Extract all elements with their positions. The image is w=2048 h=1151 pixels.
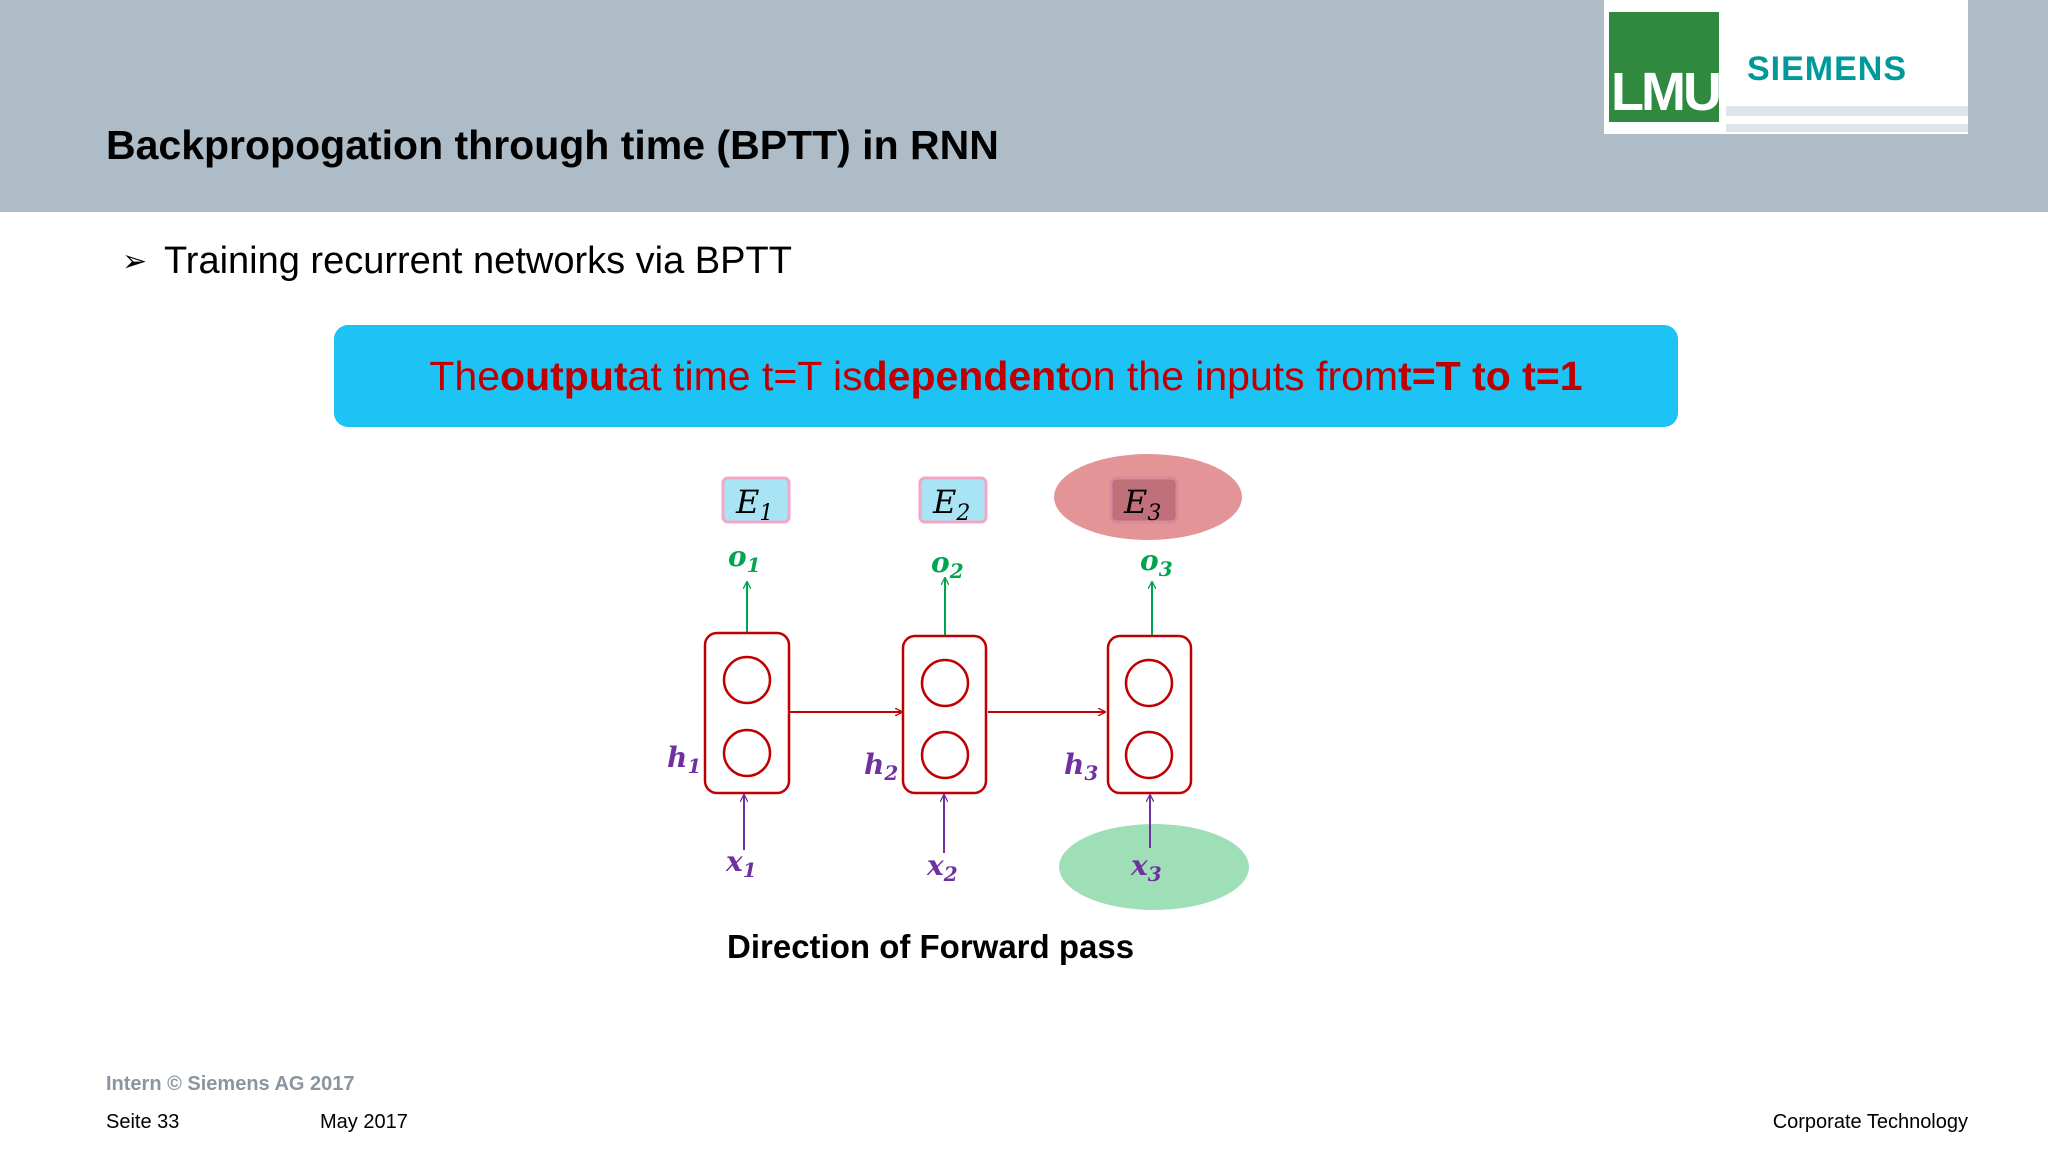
rnn-cell-1	[703, 631, 791, 795]
hidden-label-1: h1	[667, 741, 701, 778]
input-label-2: x2	[926, 849, 958, 886]
arrow-bullet-icon: ➢	[122, 245, 148, 278]
callout-text: The	[429, 352, 501, 399]
output-label-1: o1	[728, 540, 761, 577]
output-label-3: o3	[1140, 544, 1173, 581]
error-label-2: E2	[932, 483, 970, 526]
hidden-label-3: h3	[1064, 748, 1098, 785]
footer-department: Corporate Technology	[1772, 1111, 1968, 1133]
logo-divider	[1726, 124, 1968, 132]
error-label-1: E1	[735, 483, 773, 526]
lmu-logo	[1609, 12, 1719, 122]
bullet-text: Training recurrent networks via BPTT	[164, 240, 792, 282]
rnn-unrolled-diagram: E1 E2 E3 o1 o2 o3 h1 h2 h3 x1 x2 x3	[667, 454, 1249, 910]
slide-title: Backpropogation through time (BPTT) in R…	[106, 122, 999, 168]
input-label-3: x3	[1130, 849, 1162, 886]
rnn-cell-2	[901, 634, 988, 795]
footer-date: May 2017	[320, 1111, 408, 1133]
error-box-3	[1109, 476, 1179, 524]
input-highlight-ellipse	[1059, 824, 1249, 910]
rnn-cell-3	[1106, 634, 1193, 795]
error-label-3: E3	[1123, 483, 1161, 526]
callout-box: The output at time t=T is dependent on t…	[334, 325, 1678, 427]
footer-page-number: Seite 33	[106, 1111, 180, 1133]
logo-divider	[1726, 106, 1968, 116]
callout-emphasis: dependent	[862, 352, 1070, 399]
input-label-1: x1	[725, 845, 757, 882]
lmu-logo-text: LMU	[1611, 62, 1722, 122]
callout-text: on the inputs from	[1069, 352, 1399, 399]
hidden-label-2: h2	[864, 748, 898, 785]
callout-emphasis: output	[500, 352, 628, 399]
siemens-logo: SIEMENS	[1747, 50, 1908, 88]
output-label-2: o2	[931, 546, 964, 583]
callout-text: at time t=T is	[627, 352, 863, 399]
diagram-caption: Direction of Forward pass	[727, 928, 1135, 965]
error-box-1	[721, 476, 791, 524]
bullet-item: ➢ Training recurrent networks via BPTT	[122, 240, 792, 283]
error-box-2	[918, 476, 988, 524]
footer-copyright: Intern © Siemens AG 2017	[106, 1073, 355, 1095]
callout-emphasis: t=T to t=1	[1398, 352, 1583, 399]
